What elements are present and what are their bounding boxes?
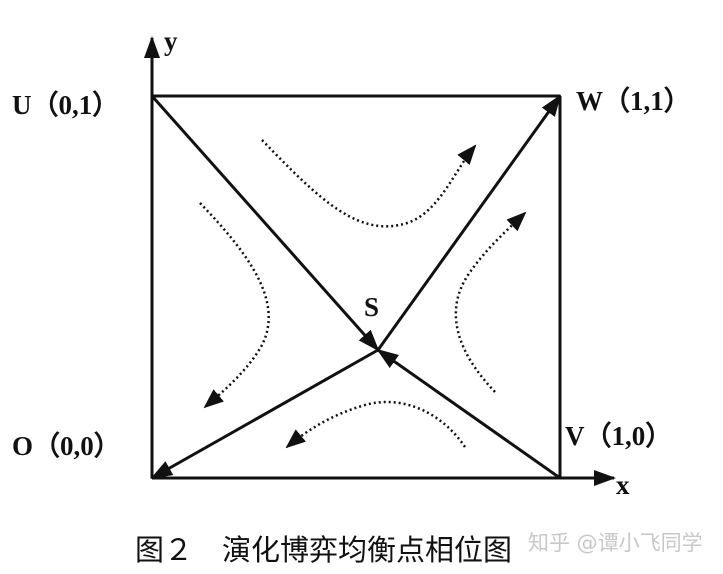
point-u-label: U（0,1） xyxy=(12,90,119,120)
trajectory-s-to-o xyxy=(150,348,379,480)
flow-curve-right xyxy=(454,211,527,393)
point-o-label: O（0,0） xyxy=(12,431,121,461)
trajectory-s-to-w xyxy=(376,94,562,351)
flow-curve-left xyxy=(199,202,270,409)
trajectory-v-to-s xyxy=(376,348,561,480)
flow-curve-bottom xyxy=(285,400,467,449)
flow-curve-top xyxy=(261,139,477,228)
point-v-label: V（1,0） xyxy=(565,421,672,451)
point-w-label: W（1,1） xyxy=(576,86,691,116)
y-axis-label: y xyxy=(164,26,178,56)
x-axis-label: x xyxy=(616,470,630,500)
trajectory-u-to-s xyxy=(150,95,380,352)
watermark: 知乎 @谭小飞同学 xyxy=(528,531,703,555)
figure-caption: 图２ 演化博弈均衡点相位图 xyxy=(135,533,512,567)
point-s-label: S xyxy=(364,292,379,322)
